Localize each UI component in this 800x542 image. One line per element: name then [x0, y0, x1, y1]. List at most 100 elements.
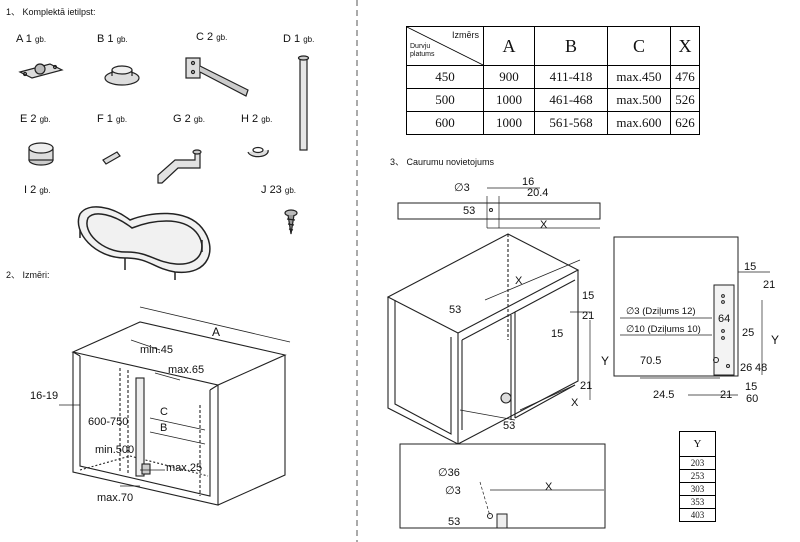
dim-a: A	[212, 325, 221, 339]
spec-cell: 626	[670, 111, 700, 135]
bottom-dia3: ∅3	[445, 485, 461, 497]
spec-cell: 1000	[483, 88, 535, 112]
y-table-row: 253	[679, 469, 716, 483]
panel-d705: 70.5	[640, 355, 662, 367]
spec-cell: max.500	[607, 88, 671, 112]
y-table-header-row: Y	[679, 431, 716, 457]
part-label-e: E 2 gb.	[20, 113, 51, 125]
rail-d16: 16	[522, 176, 535, 188]
spec-cell: 561-568	[534, 111, 608, 135]
part-e-cap	[28, 142, 54, 166]
part-label-i: I 2 gb.	[24, 184, 51, 196]
y-values-table: Y 203 253 303 353 403	[679, 431, 716, 522]
spec-cell: max.600	[607, 111, 671, 135]
y-table-row: 203	[679, 456, 716, 470]
spec-cell: max.450	[607, 65, 671, 89]
cab-y: Y	[601, 354, 610, 368]
part-label-h: H 2 gb.	[241, 113, 273, 125]
rail-x: X	[540, 219, 548, 231]
part-c-arm	[185, 57, 249, 97]
spec-cell: 450	[406, 65, 484, 89]
panel-d64: 64	[718, 313, 731, 325]
panel-d15-bottom: 15	[745, 381, 758, 393]
dim-b: B	[160, 422, 168, 434]
rail-d204: 20.4	[527, 187, 549, 199]
hole-cabinet	[386, 233, 591, 445]
bottom-d53: 53	[448, 516, 461, 528]
y-table-header: Y	[679, 431, 716, 457]
cab-d53-top: 53	[449, 304, 462, 316]
spec-cell: 526	[670, 88, 700, 112]
spec-cell: 461-468	[534, 88, 608, 112]
dim-16-19: 16-19	[30, 390, 59, 402]
y-table-row: 303	[679, 482, 716, 496]
dim-max65: max.65	[168, 364, 205, 376]
rail-strip	[397, 187, 601, 229]
dim-max70: max.70	[97, 492, 134, 504]
panel-d21: 21	[763, 279, 776, 291]
spec-corner-cell: Izmērs Durvju platums	[406, 26, 484, 66]
panel-d15: 15	[744, 261, 757, 273]
y-table-cell: 303	[679, 482, 716, 496]
panel-d21-bottom: 21	[720, 389, 733, 401]
part-label-j: J 23 gb.	[261, 184, 296, 196]
part-j-screw	[284, 209, 298, 235]
spec-row: 500 1000 461-468 max.500 526	[406, 88, 700, 112]
y-table-cell: 353	[679, 495, 716, 509]
part-label-d: D 1 gb.	[283, 33, 315, 45]
size-cabinet	[59, 306, 291, 506]
part-h-clip	[247, 146, 269, 158]
spec-corner-diagonal	[407, 27, 483, 65]
panel-dia10-depth: ∅10 (Dziļums 10)	[626, 324, 701, 335]
spec-cell: 411-418	[534, 65, 608, 89]
part-label-f: F 1 gb.	[97, 113, 128, 125]
cab-d53-bottom: 53	[503, 420, 516, 432]
dim-min500: min.500	[95, 444, 135, 456]
panel-d60: 60	[746, 393, 759, 405]
panel-dia3-depth: ∅3 (Dziļums 12)	[626, 306, 696, 317]
y-table-cell: 403	[679, 508, 716, 522]
dim-min45: min.45	[140, 344, 174, 356]
dim-c: C	[160, 406, 168, 418]
rail-dia3: ∅3	[454, 182, 470, 194]
spec-row: 450 900 411-418 max.450 476	[406, 65, 700, 89]
panel-d48: 48	[755, 362, 768, 374]
cab-x-top: X	[515, 275, 523, 287]
bottom-x: X	[545, 481, 553, 493]
section-kit-title: 1、 Komplektā ietilpst:	[6, 7, 96, 17]
panel-d26: 26	[740, 362, 753, 374]
section-sizes-title: 2、 Izmēri:	[6, 270, 50, 280]
size-spec-table: Izmērs Durvju platums A B C X 450 900 41…	[406, 26, 700, 135]
y-table-row: 403	[679, 508, 716, 522]
section-holes-title: 3、 Caurumu novietojums	[390, 157, 495, 167]
y-table-row: 353	[679, 495, 716, 509]
part-d-pole	[297, 55, 310, 151]
spec-cell: 476	[670, 65, 700, 89]
spec-header-row: Izmērs Durvju platums A B C X	[406, 26, 700, 66]
cab-d15-mid: 15	[551, 328, 564, 340]
panel-d245: 24.5	[653, 389, 675, 401]
spec-cell: 500	[406, 88, 484, 112]
spec-row: 600 1000 561-568 max.600 626	[406, 111, 700, 135]
spec-header-a: A	[483, 26, 535, 66]
dim-max25: max.25	[166, 462, 203, 474]
cab-d21-bottom: 21	[580, 380, 593, 392]
part-i-tray	[77, 206, 211, 280]
bottom-panel	[399, 443, 606, 529]
spec-cell: 600	[406, 111, 484, 135]
spec-header-c: C	[607, 26, 671, 66]
panel-d25: 25	[742, 327, 755, 339]
part-b-base	[104, 65, 140, 86]
part-f-pin	[102, 151, 121, 165]
y-table-cell: 203	[679, 456, 716, 470]
spec-header-x: X	[670, 26, 700, 66]
cab-d15-top: 15	[582, 290, 595, 302]
panel-y: Y	[771, 333, 780, 347]
part-label-g: G 2 gb.	[173, 113, 205, 125]
rail-d53: 53	[463, 205, 476, 217]
spec-corner-bottom: Durvju platums	[410, 43, 435, 58]
panel-detail	[613, 236, 770, 396]
bottom-dia36: ∅36	[438, 467, 460, 479]
part-label-a: A 1 gb.	[16, 33, 47, 45]
